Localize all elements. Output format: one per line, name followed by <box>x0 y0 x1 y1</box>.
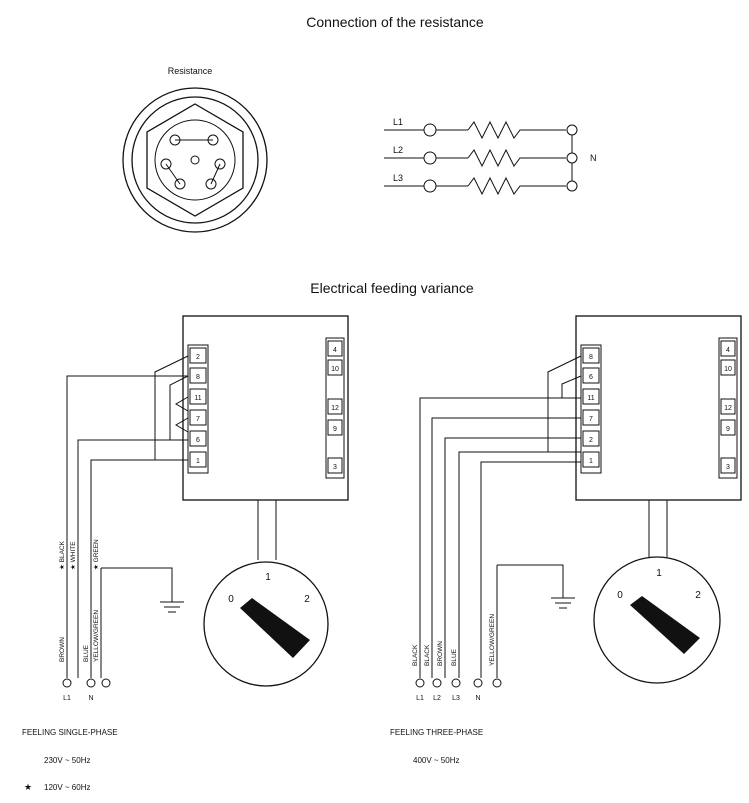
tp-terminal-l5: 2 <box>589 437 593 444</box>
sp-wire-black: ★ BLACK <box>59 540 66 570</box>
resistance-element <box>122 87 268 233</box>
connection-title: Connection of the resistance <box>306 14 484 30</box>
sp-terminal-r4: 9 <box>333 426 337 433</box>
tp-wire-blue: BLUE <box>451 648 458 666</box>
sp-terminal-r2: 10 <box>331 366 339 373</box>
sp-label-l1: L1 <box>63 695 71 702</box>
tp-dial-2: 2 <box>695 590 701 601</box>
tp-wire-black-1: BLACK <box>412 644 419 666</box>
sp-terminal-l6: 1 <box>196 458 200 465</box>
sp-dial-2: 2 <box>304 594 310 605</box>
sp-wire-green: ★ GREEN <box>93 539 100 570</box>
resistance-label: Resistance <box>168 66 213 76</box>
sp-terminal-l1: 2 <box>196 354 200 361</box>
tp-terminal-l6: 1 <box>589 458 593 465</box>
tp-wire-yellow-green: YELLOW/GREEN <box>489 614 496 666</box>
line-label-l1: L1 <box>393 117 403 127</box>
tp-dial-0: 0 <box>617 590 623 601</box>
resistor-schematic: L1 L2 L3 N <box>384 117 597 196</box>
sp-terminal-l5: 6 <box>196 437 200 444</box>
tp-label-n: N <box>475 695 480 702</box>
neutral-label: N <box>590 153 597 163</box>
sp-wire-white: ★ WHITE <box>70 541 77 570</box>
sp-wire-yellow-green: YELLOW/GREEN <box>93 610 100 662</box>
feeding-title: Electrical feeding variance <box>310 280 474 296</box>
tp-wire-brown: BROWN <box>437 641 444 666</box>
tp-terminal-l2: 6 <box>589 374 593 381</box>
sp-spec-star: ★ <box>24 782 32 792</box>
single-phase-diagram: 2 8 11 7 6 1 4 10 12 9 3 ★ BLACK ★ WHITE <box>22 315 349 792</box>
sp-terminal-r1: 4 <box>333 347 337 354</box>
sp-terminal-r5: 3 <box>333 464 337 471</box>
tp-label-l3: L3 <box>452 695 460 702</box>
line-label-l3: L3 <box>393 173 403 183</box>
tp-terminal-r1: 4 <box>726 347 730 354</box>
tp-terminal-l1: 8 <box>589 354 593 361</box>
line-label-l2: L2 <box>393 145 403 155</box>
sp-dial-pointer <box>240 598 310 658</box>
sp-dial-0: 0 <box>228 594 234 605</box>
tp-terminal-r3: 12 <box>724 405 732 412</box>
sp-terminal-l3: 11 <box>194 395 201 402</box>
tp-caption: FEELING THREE-PHASE <box>390 728 483 737</box>
tp-label-l1: L1 <box>416 695 424 702</box>
three-phase-diagram: 8 6 11 7 2 1 4 10 12 9 3 BLACK BLACK B <box>390 315 742 765</box>
tp-terminal-r4: 9 <box>726 426 730 433</box>
sp-dial-1: 1 <box>265 572 271 583</box>
sp-wire-blue: BLUE <box>83 644 90 662</box>
sp-wire-brown: BROWN <box>59 637 66 662</box>
sp-spec-1: 230V ~ 50Hz <box>44 756 90 765</box>
sp-label-n: N <box>88 695 93 702</box>
tp-dial-pointer <box>630 596 700 654</box>
tp-spec: 400V ~ 50Hz <box>413 756 459 765</box>
tp-wire-black-2: BLACK <box>424 644 431 666</box>
sp-terminal-l2: 8 <box>196 374 200 381</box>
tp-dial-1: 1 <box>656 568 662 579</box>
tp-label-l2: L2 <box>433 695 441 702</box>
sp-caption: FEELING SINGLE-PHASE <box>22 728 118 737</box>
tp-terminal-l4: 7 <box>589 416 593 423</box>
tp-terminal-r5: 3 <box>726 464 730 471</box>
sp-terminal-r3: 12 <box>331 405 339 412</box>
sp-terminal-l4: 7 <box>196 416 200 423</box>
tp-terminal-r2: 10 <box>724 366 732 373</box>
tp-terminal-l3: 11 <box>587 395 594 402</box>
sp-spec-2: 120V ~ 60Hz <box>44 783 90 792</box>
